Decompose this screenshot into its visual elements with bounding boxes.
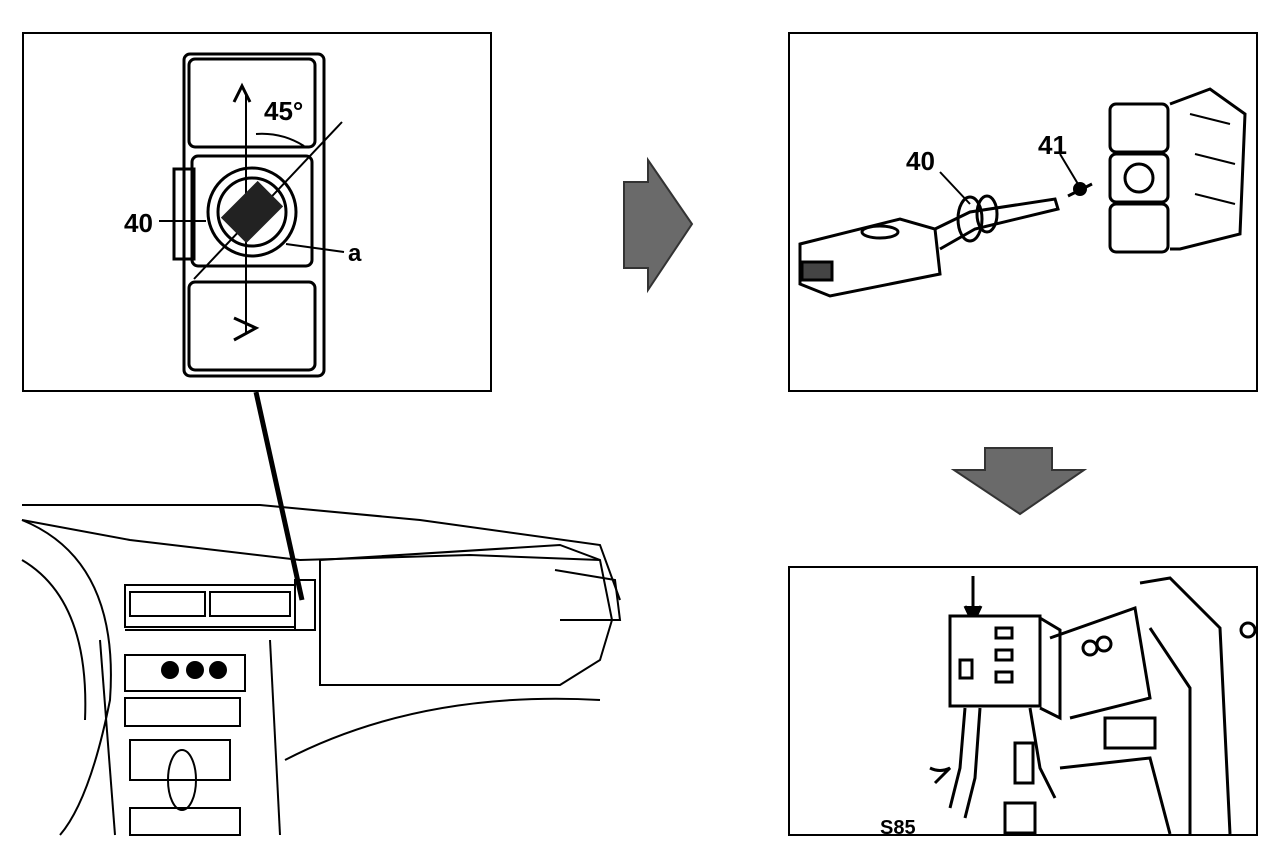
callout-a: a [348, 240, 362, 267]
callout-s85: S85 [880, 817, 916, 836]
connector-icon [929, 576, 1256, 834]
switch-unit-icon [1108, 87, 1247, 254]
key-removal-panel: 40 41 [788, 32, 1258, 392]
screw-icon [1067, 182, 1093, 198]
key-icon [798, 87, 1247, 298]
switch-detail-illustration [159, 52, 345, 378]
connector-panel: S85 [788, 566, 1258, 836]
switch-detail-panel: 40 45° a [22, 32, 492, 392]
callout-40-key: 40 [906, 146, 935, 176]
callout-41-screw: 41 [1038, 130, 1067, 160]
callout-45-degree: 45° [264, 96, 304, 126]
callout-40-detail: 40 [124, 208, 153, 238]
